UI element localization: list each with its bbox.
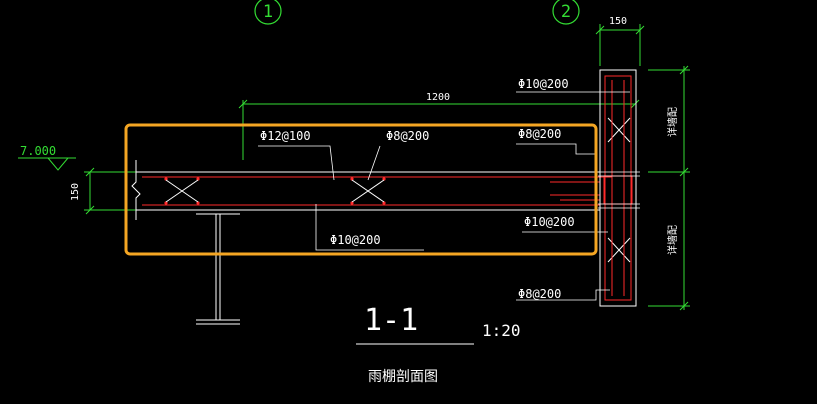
rebar-label-bottom: Φ10@200 <box>330 233 381 247</box>
rebar-label-wall-bottom: Φ8@200 <box>518 287 561 301</box>
rebar-label-top-dist: Φ8@200 <box>386 129 429 143</box>
elevation-marker <box>18 157 76 171</box>
wall-section <box>599 69 637 307</box>
slab-thickness-text: 150 <box>70 183 81 201</box>
elevation-text: 7.000 <box>20 144 56 158</box>
rebar-label-top-main: Φ12@100 <box>260 129 311 143</box>
leader-lines <box>258 91 630 301</box>
wall-width-dimension <box>595 24 645 66</box>
slab-thickness-dimension <box>84 167 136 215</box>
wall-band-lines <box>598 171 640 209</box>
steel-column <box>196 209 240 325</box>
wall-side-label-upper: 详墙配 <box>666 107 679 137</box>
rebar-points <box>164 177 386 205</box>
rebar-label-wall-low: Φ10@200 <box>524 215 575 229</box>
axis-label-2: 2 <box>561 2 571 22</box>
wall-side-dimension <box>648 65 690 311</box>
wall-rebar <box>603 75 633 301</box>
slab-rebar <box>142 176 612 206</box>
rebar-label-wall-mid: Φ8@200 <box>518 127 561 141</box>
wall-width-text: 150 <box>609 16 627 27</box>
wall-side-label-lower: 详墙配 <box>666 225 679 255</box>
section-caption: 雨棚剖面图 <box>368 369 438 385</box>
axis-bubble-1: 1 <box>254 0 282 25</box>
rebar-label-wall-top: Φ10@200 <box>518 77 569 91</box>
highlight-box <box>124 123 598 256</box>
span-dimension <box>238 99 640 160</box>
axis-label-1: 1 <box>263 2 273 22</box>
section-mark: 1-1 <box>364 303 418 338</box>
section-scale: 1:20 <box>482 321 521 340</box>
span-text: 1200 <box>426 92 450 103</box>
axis-bubble-2: 2 <box>552 0 580 25</box>
